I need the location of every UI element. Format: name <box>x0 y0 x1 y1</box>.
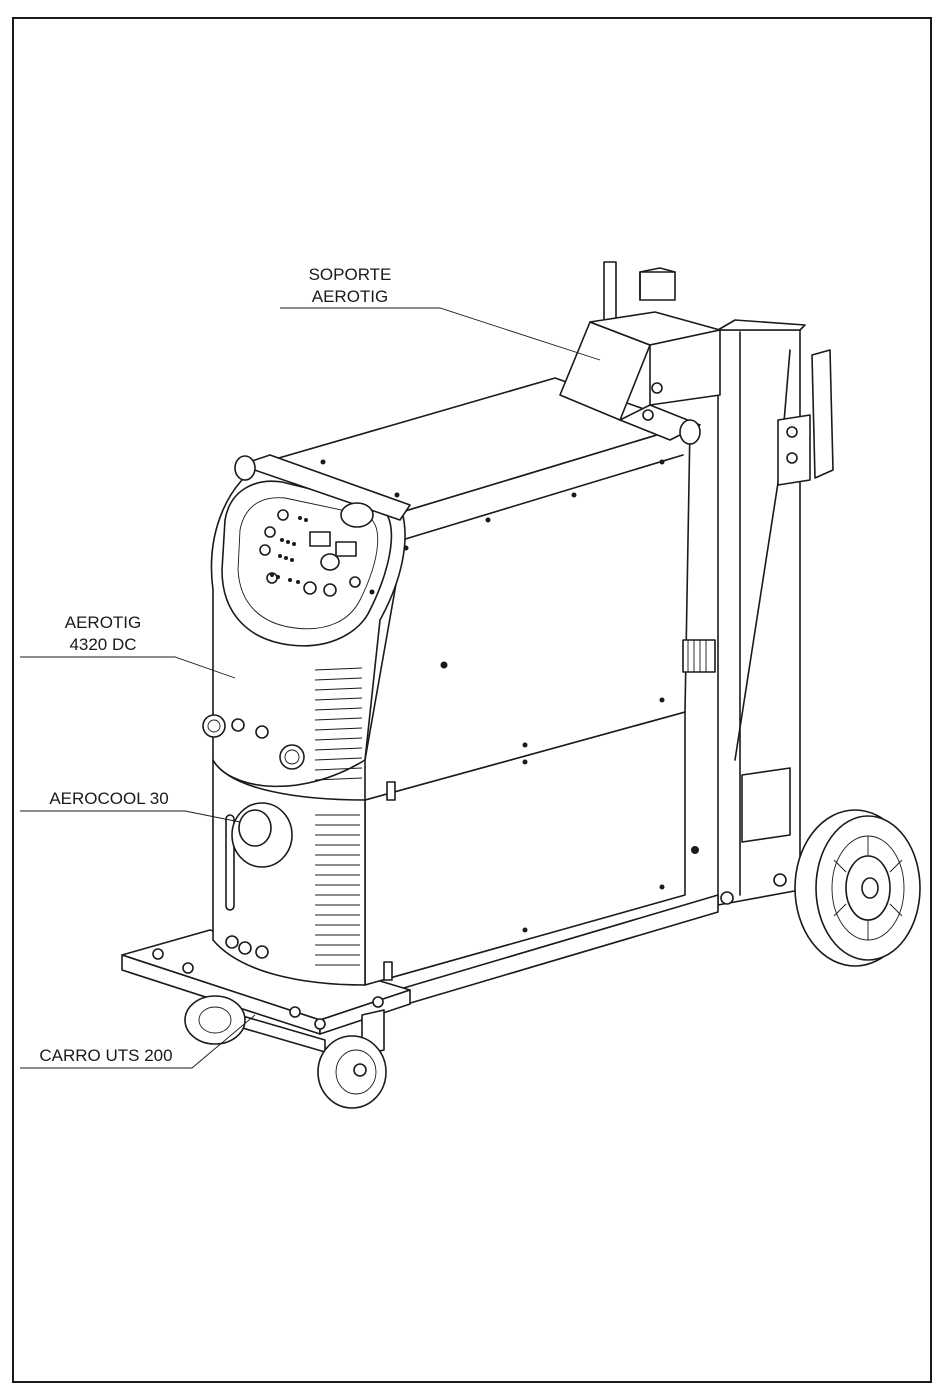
rear-hose <box>683 640 715 672</box>
label-aerocool-30: AEROCOOL 30 <box>34 788 184 810</box>
label-aerotig-4320: AEROTIG 4320 DC <box>48 612 158 656</box>
label-soporte-aerotig: SOPORTE AEROTIG <box>300 264 400 308</box>
label-carro-uts-200: CARRO UTS 200 <box>22 1045 190 1067</box>
label-soporte-line1: SOPORTE <box>300 264 400 286</box>
label-aerotig-line1: AEROTIG <box>48 612 158 634</box>
label-soporte-line2: AEROTIG <box>300 286 400 308</box>
label-aerotig-line2: 4320 DC <box>48 634 158 656</box>
rear-wheel <box>795 810 920 966</box>
